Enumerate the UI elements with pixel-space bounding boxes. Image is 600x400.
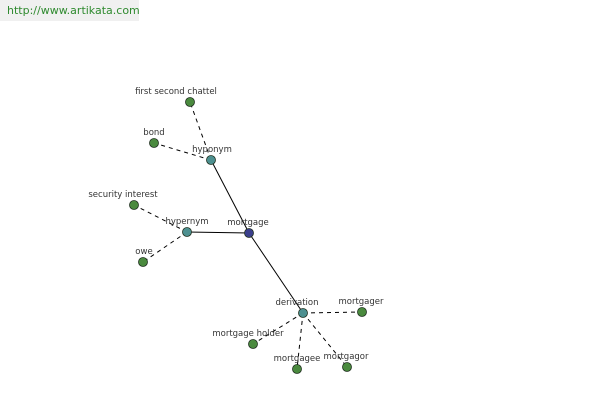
edge-derivation-mortgagor (302, 312, 348, 368)
node-label-mortgagee: mortgagee (274, 354, 321, 364)
node-dot-mortgagor[interactable] (342, 362, 352, 372)
node-bond[interactable]: bond (143, 128, 165, 148)
node-dot-owe[interactable] (138, 257, 148, 267)
node-mortgagee[interactable]: mortgagee (274, 354, 321, 374)
edges-layer (133, 101, 363, 370)
node-label-bond: bond (143, 128, 164, 138)
node-label-hypernym: hypernym (165, 217, 208, 227)
node-label-security-interest: security interest (88, 190, 158, 200)
node-label-mortgage-holder: mortgage holder (212, 329, 284, 339)
node-label-hyponym: hyponym (192, 145, 232, 155)
node-derivation[interactable]: derivation (275, 298, 319, 318)
node-dot-mortgager[interactable] (357, 307, 367, 317)
edge-mortgage-hypernym (186, 231, 250, 234)
edge-derivation-mortgage-holder (252, 312, 304, 345)
node-mortgage-holder[interactable]: mortgage holder (212, 329, 284, 349)
node-mortgagor[interactable]: mortgagor (323, 352, 369, 372)
edge-derivation-mortgagee (296, 312, 304, 370)
edge-mortgage-derivation (248, 232, 304, 314)
node-mortgage[interactable]: mortgage (227, 218, 269, 238)
edge-hypernym-owe (142, 231, 188, 263)
node-dot-mortgagee[interactable] (292, 364, 302, 374)
node-dot-first-second-chattel[interactable] (185, 97, 195, 107)
node-dot-hypernym[interactable] (182, 227, 192, 237)
site-url-link[interactable]: http://www.artikata.com (0, 0, 140, 21)
node-label-owe: owe (135, 247, 152, 257)
node-owe[interactable]: owe (135, 247, 153, 267)
node-label-first-second-chattel: first second chattel (135, 87, 217, 97)
edge-hypernym-security-interest (133, 204, 188, 233)
node-hypernym[interactable]: hypernym (165, 217, 209, 237)
node-first-second-chattel[interactable]: first second chattel (135, 87, 217, 107)
node-security-interest[interactable]: security interest (88, 190, 158, 210)
node-label-derivation: derivation (275, 298, 318, 308)
node-dot-security-interest[interactable] (129, 200, 139, 210)
edge-hyponym-bond (153, 142, 212, 161)
node-dot-hyponym[interactable] (206, 155, 216, 165)
node-dot-bond[interactable] (149, 138, 159, 148)
edge-hyponym-first-second-chattel (189, 101, 212, 161)
edge-derivation-mortgager (302, 311, 363, 314)
node-hyponym[interactable]: hyponym (192, 145, 232, 165)
node-dot-mortgage[interactable] (244, 228, 254, 238)
node-label-mortgager: mortgager (338, 297, 384, 307)
node-mortgager[interactable]: mortgager (338, 297, 384, 317)
node-label-mortgagor: mortgagor (323, 352, 369, 362)
node-dot-derivation[interactable] (298, 308, 308, 318)
edge-mortgage-hyponym (210, 159, 250, 234)
node-label-mortgage: mortgage (227, 218, 269, 228)
node-dot-mortgage-holder[interactable] (248, 339, 258, 349)
nodes-layer: mortgage hyponym hypernym derivation first s… (88, 87, 384, 374)
